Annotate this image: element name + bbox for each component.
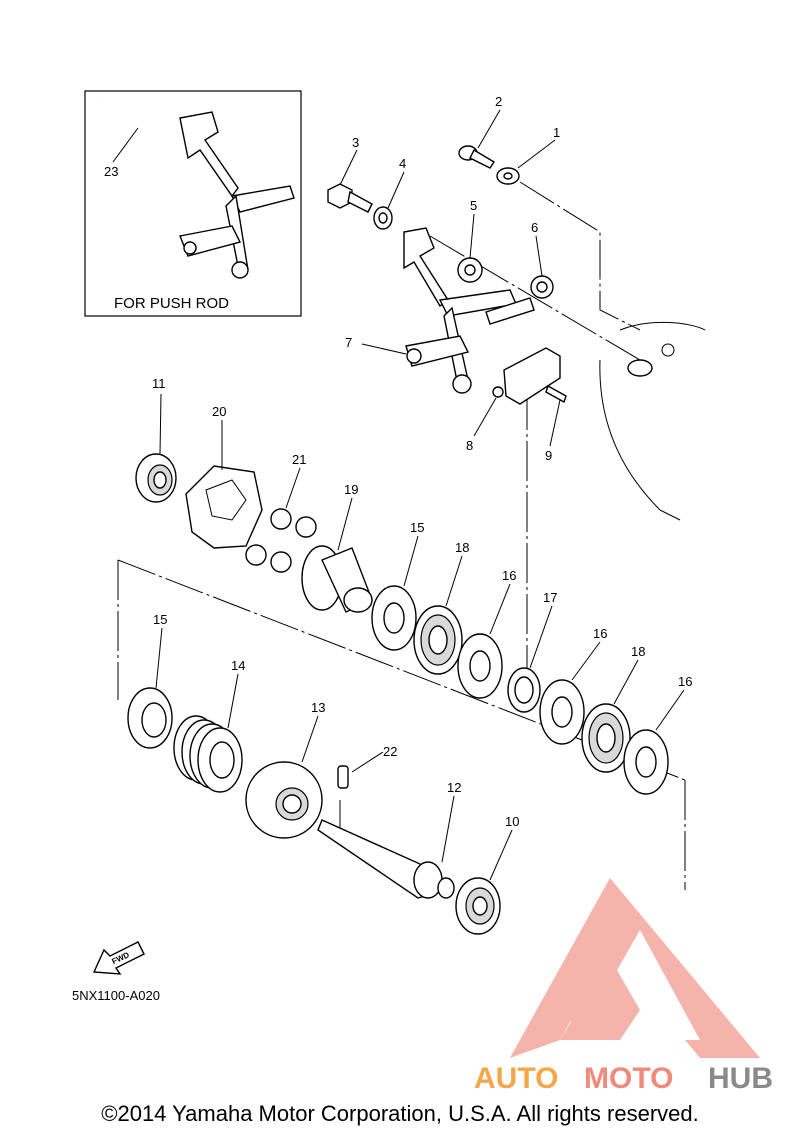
callout-23: 23 <box>104 164 118 179</box>
callout-11: 11 <box>152 376 166 391</box>
callout-16-a: 15 <box>410 520 424 535</box>
inset-title: FOR PUSH ROD <box>114 295 229 312</box>
part-16-washer-d <box>623 729 669 795</box>
callout-15: 15 <box>153 612 167 627</box>
part-20-ball-holder <box>185 465 263 549</box>
callout-2: 2 <box>495 94 502 109</box>
part-16-washer-a <box>371 585 417 651</box>
watermark-hub: HUB <box>708 1062 773 1095</box>
fwd-arrow-icon: FWD <box>92 941 145 975</box>
watermark-moto: MOTO <box>584 1062 673 1095</box>
callout-16-b: 16 <box>502 568 516 583</box>
part-19-cam <box>301 545 373 613</box>
callout-12: 12 <box>447 780 461 795</box>
callout-20: 20 <box>212 404 226 419</box>
part-10-bearing <box>455 877 501 935</box>
part-16-washer-c <box>539 679 585 745</box>
part-2-bolt <box>458 145 495 169</box>
diagram-code: 5NX1100-A020 <box>72 988 160 1003</box>
callout-16-d: 16 <box>678 674 692 689</box>
callout-5: 5 <box>470 198 477 213</box>
part-13-gear <box>245 761 323 839</box>
callout-19: 19 <box>344 482 358 497</box>
callout-22: 22 <box>383 744 397 759</box>
callout-3: 3 <box>352 135 359 150</box>
part-12-shaft <box>317 819 455 899</box>
part-8-bracket <box>492 347 561 405</box>
part-18-thrust-bearing-b <box>581 703 631 773</box>
part-7-lever-assembly <box>403 227 535 394</box>
part-15-seal <box>127 687 173 749</box>
inset-box <box>84 90 302 317</box>
watermark-logo <box>510 878 760 1058</box>
callout-8: 8 <box>466 438 473 453</box>
part-21-balls <box>245 508 317 573</box>
watermark-text: AUTO MOTO HUB <box>474 1062 773 1095</box>
push-rod-inset-assembly <box>100 96 295 279</box>
callout-1: 1 <box>553 125 560 140</box>
callout-9: 9 <box>545 448 552 463</box>
callout-21: 21 <box>292 452 306 467</box>
part-11-bearing <box>135 453 177 503</box>
part-14-spring <box>173 715 243 793</box>
callout-17: 17 <box>543 590 557 605</box>
callout-7: 7 <box>345 335 352 350</box>
callout-10: 10 <box>505 814 519 829</box>
callout-16-c: 16 <box>593 626 607 641</box>
callout-18-b: 18 <box>631 644 645 659</box>
callout-18-a: 18 <box>455 540 469 555</box>
part-18-thrust-bearing-a <box>413 605 463 675</box>
callout-14: 14 <box>231 658 245 673</box>
part-3-bolt <box>327 183 373 213</box>
part-22-pin <box>337 765 349 789</box>
part-16-washer-b <box>457 633 503 699</box>
callout-6: 6 <box>531 220 538 235</box>
part-17-collar <box>507 667 541 713</box>
part-9-screw <box>545 384 567 404</box>
callout-4: 4 <box>399 156 406 171</box>
callout-13: 13 <box>311 700 325 715</box>
watermark-auto: AUTO <box>474 1062 558 1095</box>
copyright-notice: ©2014 Yamaha Motor Corporation, U.S.A. A… <box>101 1101 699 1126</box>
crankcase-outline <box>599 322 706 521</box>
leader-lines <box>155 109 685 881</box>
